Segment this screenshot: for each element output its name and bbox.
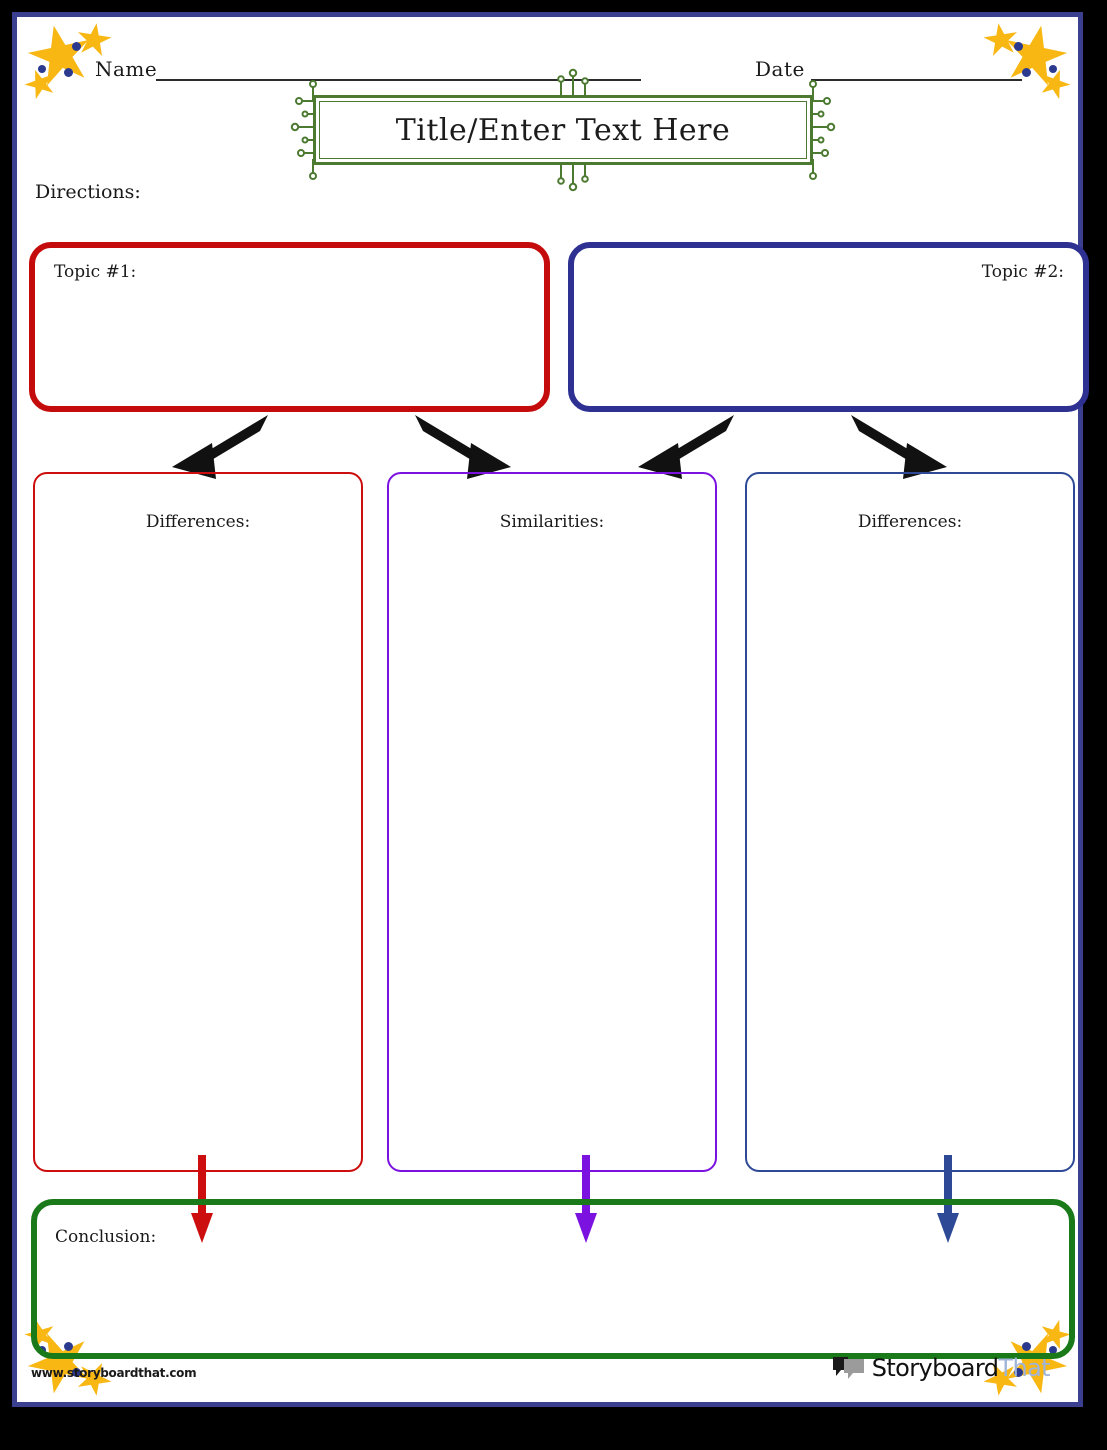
date-input-line[interactable] (811, 79, 1022, 81)
logo-brand-secondary: That (998, 1354, 1050, 1382)
arrow-topic2-to-similarities (638, 415, 734, 479)
logo-brand-primary: Storyboard (871, 1354, 999, 1382)
star-icon (75, 21, 114, 59)
title-banner: Title/Enter Text Here (290, 68, 836, 192)
arrow-topic2-to-differences2 (851, 415, 947, 479)
title-text-box[interactable]: Title/Enter Text Here (313, 95, 813, 165)
name-date-row: Name Date (17, 55, 1078, 85)
dot-icon (38, 65, 46, 73)
differences-2-label: Differences: (857, 512, 963, 532)
title-ornament-bottom-icon (557, 165, 589, 192)
star-icon (982, 21, 1021, 59)
storyboardthat-logo[interactable]: StoryboardThat (832, 1354, 1051, 1382)
dot-icon (1014, 42, 1023, 51)
differences-1-label: Differences: (145, 512, 251, 532)
topic-1-label: Topic #1: (54, 262, 137, 282)
dot-icon (72, 42, 81, 51)
arrow-differences2-to-conclusion (937, 1155, 959, 1243)
directions-label: Directions: (35, 181, 141, 203)
dot-icon (64, 68, 73, 77)
topic-2-box[interactable]: Topic #2: (568, 242, 1089, 412)
title-text: Title/Enter Text Here (395, 112, 731, 148)
topic-2-label: Topic #2: (981, 262, 1064, 282)
speech-bubbles-icon (832, 1357, 864, 1379)
differences-2-box[interactable]: Differences: (745, 472, 1075, 1172)
similarities-box[interactable]: Similarities: (387, 472, 717, 1172)
name-label: Name (95, 57, 158, 81)
title-ornament-top-icon (557, 68, 589, 95)
corner-stars-top-left (19, 19, 129, 114)
topic-1-box[interactable]: Topic #1: (29, 242, 550, 412)
differences-1-box[interactable]: Differences: (33, 472, 363, 1172)
similarities-label: Similarities: (499, 512, 605, 532)
arrow-topic1-to-similarities (415, 415, 511, 479)
arrow-differences1-to-conclusion (191, 1155, 213, 1243)
name-input-line[interactable] (156, 79, 641, 81)
worksheet-canvas: Name Date (17, 17, 1089, 1402)
conclusion-label: Conclusion: (55, 1227, 157, 1247)
date-label: Date (755, 57, 805, 81)
conclusion-box[interactable]: Conclusion: (31, 1199, 1075, 1359)
arrow-similarities-to-conclusion (575, 1155, 597, 1243)
logo-text: StoryboardThat (871, 1354, 1051, 1382)
footer-url[interactable]: www.storyboardthat.com (31, 1366, 197, 1380)
worksheet-page: Name Date (12, 12, 1089, 1407)
arrow-topic1-to-differences1 (172, 415, 268, 479)
